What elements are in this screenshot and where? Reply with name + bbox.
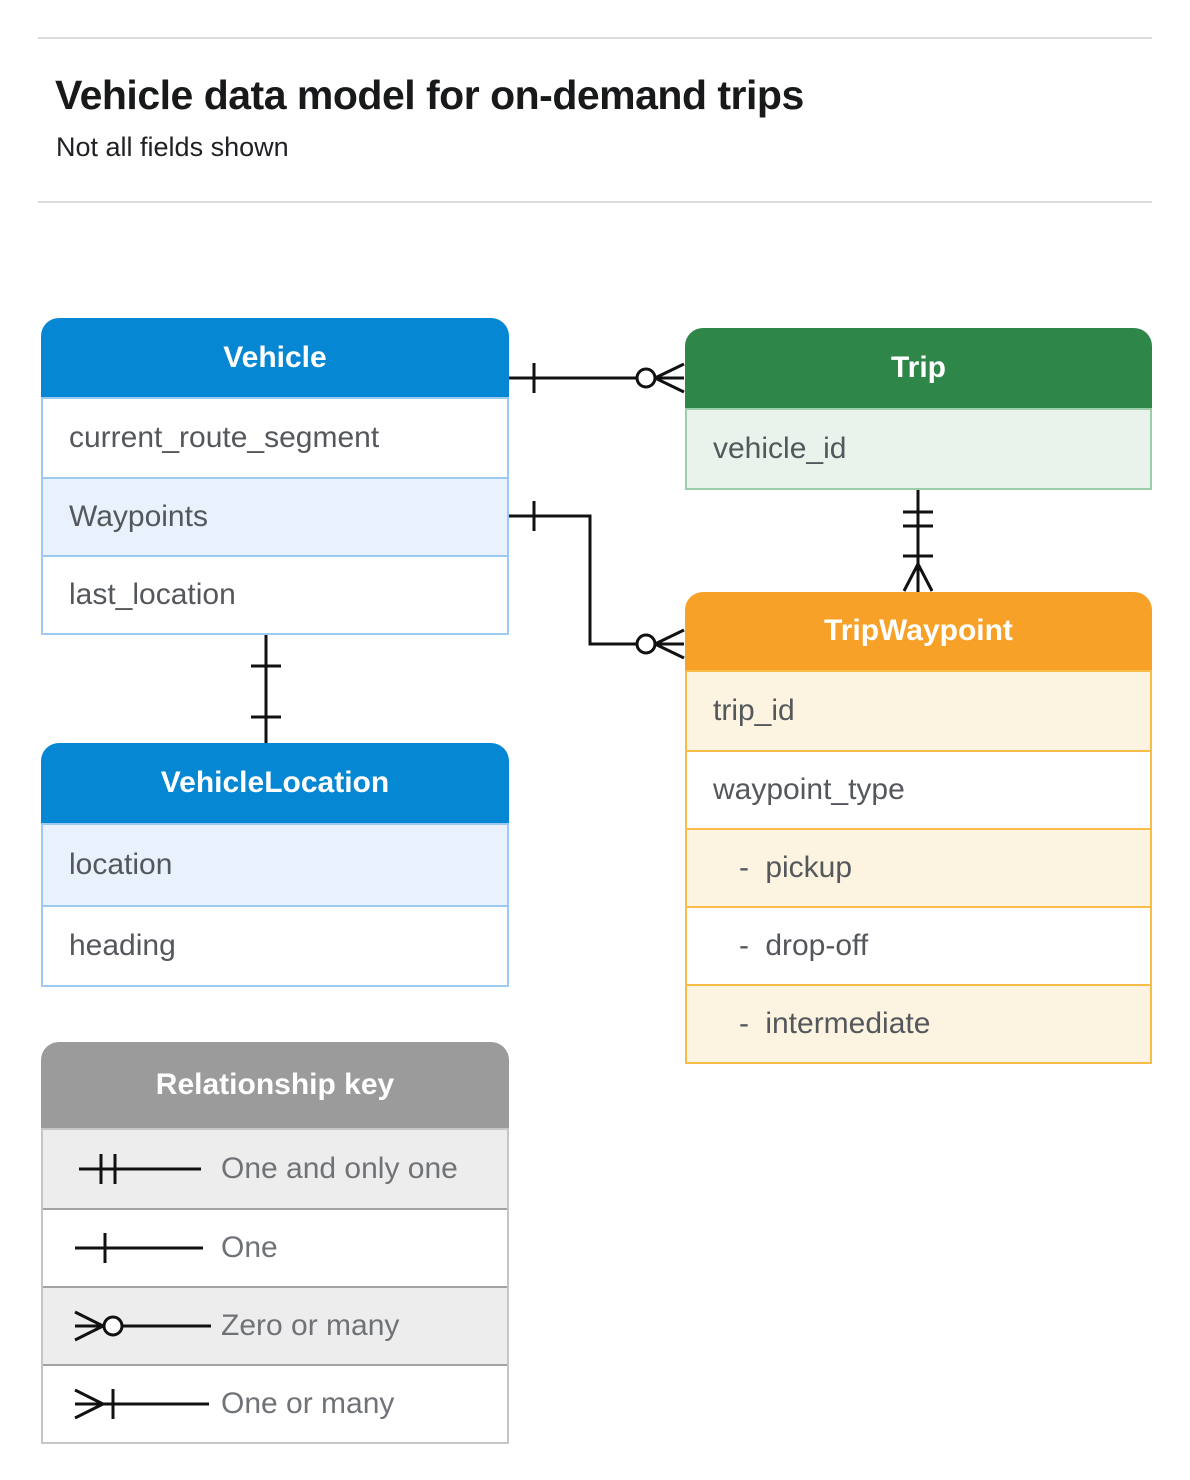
entity-header-trip: Trip bbox=[685, 328, 1152, 408]
field-waypoint-type-pickup: - pickup bbox=[687, 828, 1150, 906]
entity-body-vehiclelocation: location heading bbox=[41, 823, 509, 987]
connector-waypoints-tripwaypoint bbox=[509, 501, 685, 660]
legend-label: One and only one bbox=[221, 1152, 458, 1185]
field-waypoint-type-dropoff: - drop-off bbox=[687, 906, 1150, 984]
entity-header-tripwaypoint: TripWaypoint bbox=[685, 592, 1152, 670]
field-location: location bbox=[43, 825, 507, 905]
field-heading: heading bbox=[43, 905, 507, 985]
page-title: Vehicle data model for on-demand trips bbox=[55, 72, 804, 118]
legend-item-zero-or-many: Zero or many bbox=[43, 1286, 507, 1364]
legend-header: Relationship key bbox=[41, 1042, 509, 1128]
connector-trip-tripwaypoint bbox=[902, 488, 934, 592]
entity-body-trip: vehicle_id bbox=[685, 408, 1152, 490]
legend-item-one-or-many: One or many bbox=[43, 1364, 507, 1442]
legend-label: One or many bbox=[221, 1387, 395, 1420]
one-symbol bbox=[75, 1233, 203, 1263]
entity-header-vehicle: Vehicle bbox=[41, 318, 509, 397]
legend-label: One bbox=[221, 1231, 278, 1264]
entity-body-tripwaypoint: trip_id waypoint_type - pickup - drop-of… bbox=[685, 670, 1152, 1064]
legend-item-one: One bbox=[43, 1208, 507, 1286]
divider-top bbox=[38, 37, 1152, 39]
field-waypoints: Waypoints bbox=[43, 477, 507, 555]
connector-vehicle-trip bbox=[509, 362, 685, 394]
divider-bottom bbox=[38, 201, 1152, 203]
field-trip-id: trip_id bbox=[687, 672, 1150, 750]
entity-title-tripwaypoint: TripWaypoint bbox=[824, 614, 1013, 647]
entity-body-vehicle: current_route_segment Waypoints last_loc… bbox=[41, 397, 509, 635]
page-subtitle: Not all fields shown bbox=[56, 132, 289, 162]
entity-table-vehicle: Vehicle current_route_segment Waypoints … bbox=[41, 318, 509, 635]
field-waypoint-type: waypoint_type bbox=[687, 750, 1150, 828]
field-current-route-segment: current_route_segment bbox=[43, 399, 507, 477]
entity-header-vehiclelocation: VehicleLocation bbox=[41, 743, 509, 823]
field-last-location: last_location bbox=[43, 555, 507, 633]
entity-title-vehicle: Vehicle bbox=[223, 340, 327, 374]
field-waypoint-type-intermediate: - intermediate bbox=[687, 984, 1150, 1062]
entity-table-tripwaypoint: TripWaypoint trip_id waypoint_type - pic… bbox=[685, 592, 1152, 1064]
entity-title-trip: Trip bbox=[890, 351, 946, 384]
legend-item-one-and-only-one: One and only one bbox=[43, 1130, 507, 1208]
one-and-only-one-symbol bbox=[79, 1154, 201, 1184]
zero-or-many-symbol bbox=[74, 1310, 211, 1342]
legend-relationship-key: Relationship key One and only one One bbox=[41, 1042, 509, 1444]
field-vehicle-id: vehicle_id bbox=[687, 410, 1150, 488]
legend-body: One and only one One Zero or many bbox=[41, 1128, 509, 1444]
legend-title: Relationship key bbox=[155, 1068, 395, 1101]
legend-label: Zero or many bbox=[221, 1309, 400, 1342]
connector-vehicle-vehiclelocation bbox=[251, 631, 281, 743]
one-or-many-symbol bbox=[74, 1388, 209, 1420]
entity-table-trip: Trip vehicle_id bbox=[685, 328, 1152, 490]
entity-title-vehiclelocation: VehicleLocation bbox=[160, 766, 390, 799]
entity-table-vehiclelocation: VehicleLocation location heading bbox=[41, 743, 509, 987]
